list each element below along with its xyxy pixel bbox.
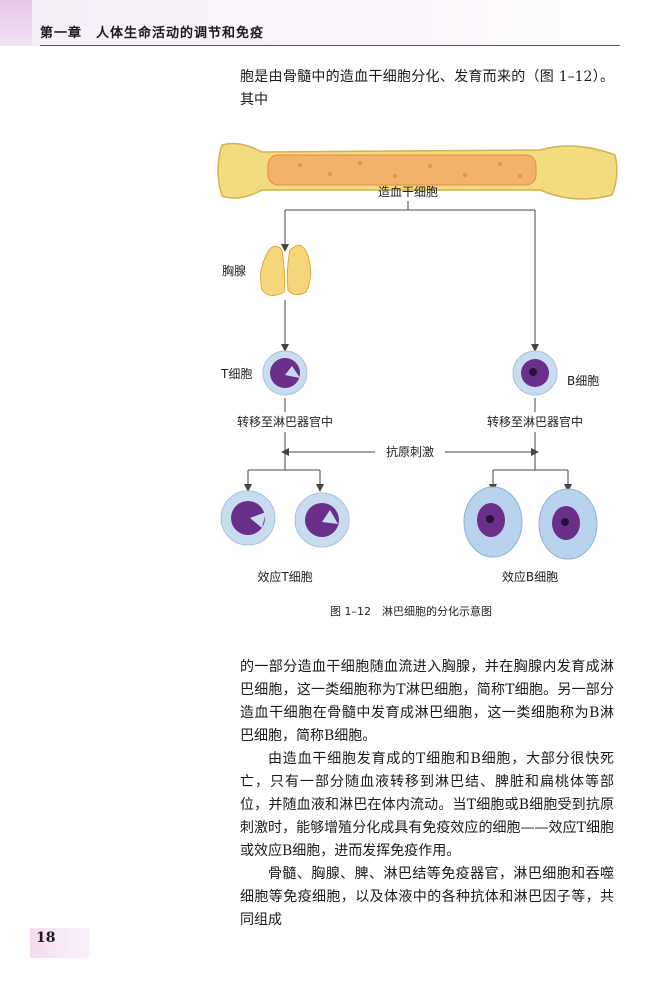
- arrowheads: [244, 244, 572, 492]
- effector-b-label: 效应B细胞: [502, 569, 558, 584]
- thymus-label: 胸腺: [222, 263, 246, 278]
- page-number: 18: [36, 930, 56, 946]
- header-rule: [40, 45, 620, 46]
- header-band: [0, 0, 650, 46]
- header-tab: [0, 0, 32, 46]
- paragraph-top: 胞是由骨髓中的造血干细胞分化、发育而来的（图 1–12）。其中: [240, 69, 614, 108]
- migrate-left-label: 转移至淋巴器官中: [237, 414, 333, 429]
- paragraph-3: 骨髓、胸腺、脾、淋巴结等免疫器官，淋巴细胞和吞噬细胞等免疫细胞，以及体液中的各种…: [240, 866, 614, 928]
- antigen-label: 抗原刺激: [386, 444, 434, 459]
- stem-cell-label: 造血干细胞: [378, 185, 438, 199]
- b-cell-illustration: [512, 350, 558, 396]
- chapter-title: 第一章 人体生命活动的调节和免疫: [40, 26, 265, 41]
- page-number-band: [30, 928, 90, 958]
- bone-illustration: [217, 142, 618, 200]
- paragraph-2: 由造血干细胞发育成的T细胞和B细胞，大部分很快死亡，只有一部分随血液转移到淋巴结…: [240, 751, 614, 859]
- effector-b-cells: [463, 486, 598, 560]
- lymphocyte-differentiation-figure: 造血干细胞 胸腺: [217, 142, 618, 584]
- effector-t-label: 效应T细胞: [257, 569, 312, 584]
- t-cell-label: T细胞: [220, 367, 252, 381]
- effector-t-cells: [220, 490, 350, 548]
- figure-caption: 图 1–12 淋巴细胞的分化示意图: [330, 605, 492, 618]
- b-cell-label: B细胞: [567, 374, 599, 388]
- migrate-right-label: 转移至淋巴器官中: [487, 414, 583, 429]
- thymus-illustration: [260, 244, 312, 296]
- paragraph-1: 的一部分造血干细胞随血流进入胸腺，并在胸腺内发育成淋巴细胞，这一类细胞称为T淋巴…: [240, 659, 614, 744]
- t-cell-illustration: [262, 350, 308, 396]
